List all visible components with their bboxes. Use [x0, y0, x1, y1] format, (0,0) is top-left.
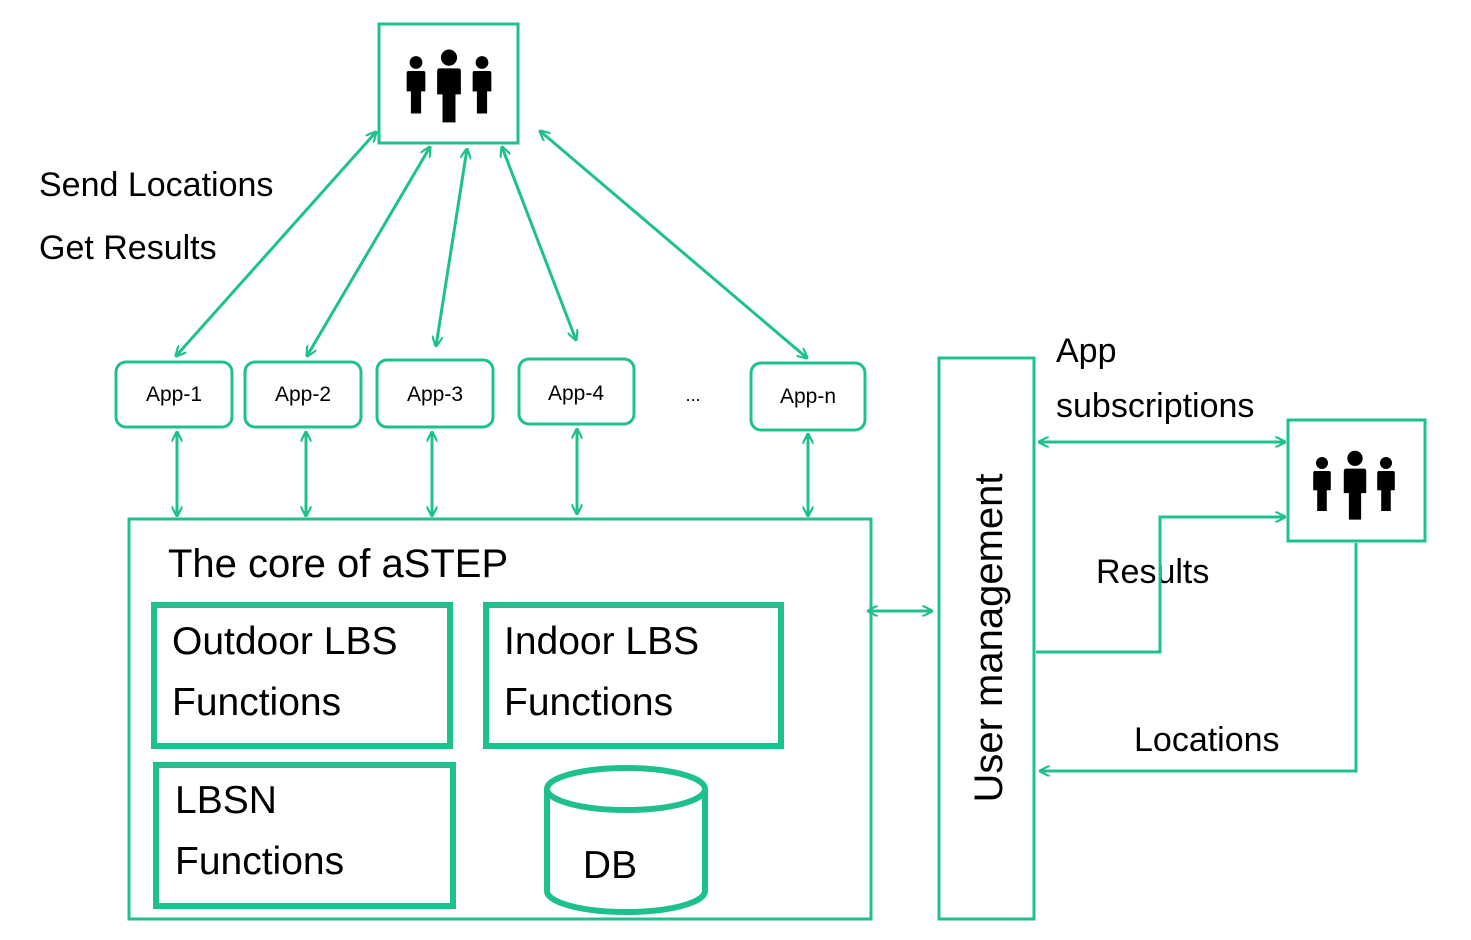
- outdoor-line1: Outdoor LBS: [172, 620, 397, 663]
- arrow-users-app-4: [502, 147, 576, 340]
- user-management-label: User management: [967, 473, 1011, 802]
- arrow-results: [1036, 517, 1285, 654]
- db-label: DB: [583, 844, 637, 887]
- top-users-icon: [377, 22, 520, 145]
- outdoor-line2: Functions: [172, 681, 341, 724]
- app-label: App-2: [275, 383, 331, 406]
- app-label: App-3: [407, 383, 463, 406]
- locations-label: Locations: [1134, 721, 1280, 759]
- arrow-locations: [1040, 543, 1358, 771]
- app-label: App-n: [780, 385, 836, 408]
- app-box-n: App-n: [749, 361, 867, 432]
- outdoor-lbs-module: Outdoor LBS Functions: [151, 602, 453, 749]
- app-subscriptions-label-line1: App: [1056, 332, 1117, 370]
- app-box-4: App-4: [517, 357, 636, 426]
- results-label: Results: [1096, 553, 1209, 591]
- lbsn-module: LBSN Functions: [153, 762, 456, 909]
- arrow-users-app-3: [436, 149, 467, 346]
- app-label: App-4: [548, 382, 604, 405]
- lbsn-line2: Functions: [175, 840, 344, 883]
- lbsn-line1: LBSN: [175, 779, 277, 822]
- user-management-box: User management: [937, 356, 1036, 921]
- app-box-2: App-2: [243, 360, 363, 429]
- right-users-icon: [1286, 418, 1427, 543]
- get-results-label: Get Results: [39, 229, 217, 267]
- indoor-line1: Indoor LBS: [504, 620, 699, 663]
- app-box-3: App-3: [375, 358, 495, 429]
- app-box-1: App-1: [114, 360, 234, 429]
- app-subscriptions-label-line2: subscriptions: [1056, 387, 1254, 425]
- app-label: App-1: [146, 383, 202, 406]
- send-locations-label: Send Locations: [39, 166, 273, 204]
- indoor-lbs-module: Indoor LBS Functions: [483, 602, 784, 749]
- apps-ellipsis: ...: [685, 385, 700, 405]
- arrow-users-app-n: [540, 131, 807, 358]
- db-cylinder-icon: DB: [544, 765, 708, 915]
- core-title: The core of aSTEP: [168, 542, 508, 586]
- arrow-users-app-2: [307, 147, 430, 356]
- indoor-line2: Functions: [504, 681, 673, 724]
